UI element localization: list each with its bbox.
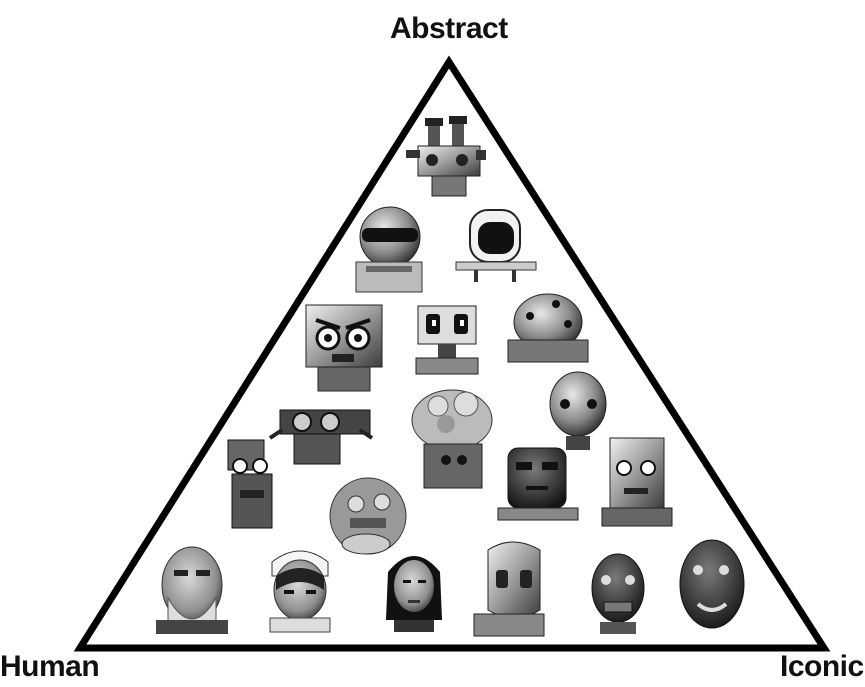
robot-6	[507, 293, 589, 363]
robot-10	[227, 439, 273, 529]
robot-2	[355, 206, 423, 293]
robot-1	[406, 116, 486, 197]
robot-11	[497, 447, 579, 521]
robot-14	[156, 546, 228, 634]
robot-13	[329, 477, 407, 555]
robot-15	[269, 550, 331, 633]
abstract-label: Abstract	[390, 12, 508, 45]
triangle-outline	[73, 55, 831, 652]
robot-3	[455, 209, 537, 282]
robot-5	[415, 305, 479, 375]
human-label: Human	[0, 650, 100, 683]
robot-17	[473, 541, 545, 637]
robot-16	[386, 556, 442, 632]
robot-18	[591, 553, 645, 634]
robot-9	[411, 389, 493, 489]
robot-19	[679, 539, 745, 629]
robot-7	[549, 371, 607, 450]
iconic-label: Iconic	[780, 650, 864, 683]
robot-8	[268, 409, 374, 465]
robot-12	[601, 437, 673, 527]
robot-4	[305, 304, 383, 392]
